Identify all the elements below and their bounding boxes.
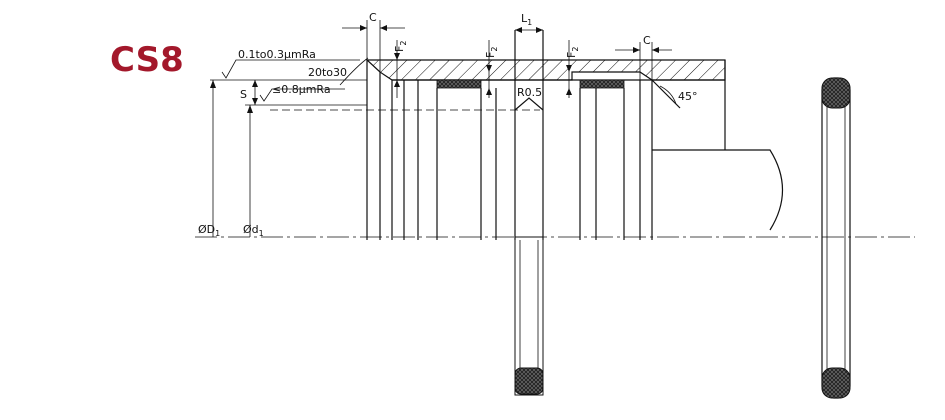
f2-label-left: F2 [393, 41, 408, 52]
c-left-label: C [369, 11, 377, 24]
roughness-top-label: 0.1to0.3μmRa [238, 48, 316, 61]
od-label: ØD1 [198, 223, 220, 238]
shaft-end [652, 149, 784, 231]
chamfer-line [651, 79, 681, 109]
roughness-bottom-leader [259, 88, 345, 102]
angle-45-label: 45° [678, 90, 698, 103]
id-label: Ød1 [243, 223, 264, 238]
id-arrow [247, 105, 253, 113]
c-right-label: C [643, 34, 651, 47]
seal-strip-left [436, 79, 482, 89]
f2-label-right: F2 [565, 47, 580, 58]
seal-ring-side-middle [514, 236, 544, 396]
product-code-title: CS8 [110, 40, 184, 80]
s-label: S [240, 88, 247, 101]
radius-label: R0.5 [517, 86, 542, 99]
seal-strip-right [579, 79, 625, 89]
seal-ring-full [821, 77, 851, 399]
f2-label-middle: F2 [484, 47, 499, 58]
chamfer-angle-arc [659, 85, 677, 105]
angle-range-label: 20to30 [308, 66, 347, 79]
od-arrow [210, 80, 216, 88]
angle-arc [339, 57, 369, 86]
groove-lines [366, 60, 653, 240]
l1-label: L1 [521, 12, 532, 27]
roughness-bottom-label: ≤0.8μmRa [272, 83, 331, 96]
roughness-top-leader [221, 59, 360, 79]
housing-section [365, 59, 726, 81]
radius-notch [514, 97, 544, 111]
